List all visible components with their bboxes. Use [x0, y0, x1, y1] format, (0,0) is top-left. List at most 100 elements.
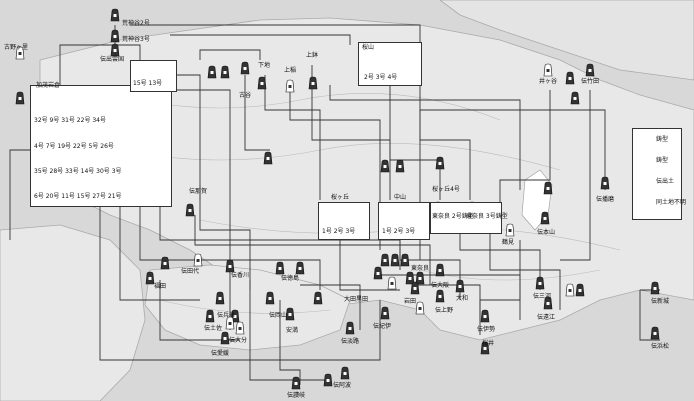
- label-bottom-2: 伝阿波: [332, 382, 352, 389]
- bell-marker: [295, 261, 305, 275]
- bell-marker: [543, 63, 553, 77]
- bell-marker: [480, 309, 490, 323]
- bell-marker: [585, 63, 595, 77]
- label-mid-left-2: 伝田代: [180, 268, 200, 275]
- bell-marker: [257, 76, 267, 90]
- label-izumo-pair: 15号 13号: [133, 80, 163, 87]
- connection-line: [489, 230, 561, 310]
- connection-line: [99, 205, 381, 361]
- label-mid-left-6: 伝土佐: [203, 325, 223, 332]
- bell-marker: [110, 8, 120, 22]
- bell-marker: [600, 176, 610, 190]
- bell-marker: [435, 289, 445, 303]
- label-bottom-1: 伝讃岐: [286, 392, 306, 399]
- label-c2-nums: 1号 2号 3号: [382, 228, 416, 235]
- label-low-5: 伝大阪: [430, 282, 450, 289]
- bell-marker: [387, 276, 397, 290]
- legend-label-3: 伝出土: [656, 178, 675, 185]
- sakurayama-box: [358, 42, 422, 86]
- connection-line: [159, 280, 240, 341]
- bell-marker: [110, 29, 120, 43]
- bell-marker: [505, 223, 515, 237]
- label-mid-left-4: 伝徳島: [280, 275, 300, 282]
- label-c2: 中山: [393, 194, 407, 201]
- connection-line: [339, 240, 400, 291]
- label-low-13: 伝新城: [650, 298, 670, 305]
- bell-marker: [15, 91, 25, 105]
- label-low-1: 伝淡路: [340, 338, 360, 345]
- connection-line: [300, 284, 361, 330]
- label-low-6: 東奈良: [410, 265, 430, 272]
- label-mid-left-10: 伝愛媛: [210, 350, 230, 357]
- bell-marker: [565, 283, 575, 297]
- land-shikoku: [144, 264, 351, 351]
- connection-line: [389, 82, 441, 200]
- bell-marker: [435, 263, 445, 277]
- label-c3: 桜ヶ丘4号: [432, 186, 460, 193]
- bell-marker: [650, 281, 660, 295]
- connection-line: [194, 215, 431, 285]
- label-top-left-3: 伝出雲国: [100, 56, 125, 63]
- bell-marker: [240, 61, 250, 75]
- label-top-left-1: 荒神谷2号: [122, 20, 150, 27]
- connection-line: [264, 75, 321, 200]
- label-mid-left-5: 伝兵庫: [216, 312, 236, 319]
- label-mid-left-3: 伝香川: [230, 272, 250, 279]
- label-low-4: 岩田: [403, 298, 417, 305]
- label-low-3: 大田黒田: [343, 296, 369, 303]
- bell-marker: [291, 376, 301, 390]
- label-kamo-title: 加茂岩倉: [36, 82, 61, 89]
- land-kyushu: [0, 224, 146, 401]
- connection-line: [199, 49, 261, 60]
- land-north: [439, 0, 694, 81]
- connection-line: [289, 80, 381, 250]
- bell-marker: [265, 291, 275, 305]
- connection-line: [311, 65, 391, 200]
- bell-marker: [145, 271, 155, 285]
- connection-line: [199, 185, 251, 290]
- connection-line: [119, 205, 200, 301]
- connection-line: [415, 284, 481, 320]
- label-far-right-1: 井ヶ谷: [538, 78, 558, 85]
- bell-marker: [405, 271, 415, 285]
- bell-marker: [570, 91, 580, 105]
- bell-marker: [215, 291, 225, 305]
- label-izumo-grid-3: 35号 28号 33号 14号 30号 3号: [34, 168, 122, 175]
- label-low-14: 伝浜松: [650, 343, 670, 350]
- bell-marker: [380, 253, 390, 267]
- label-mid-left-9: 安満: [285, 327, 299, 334]
- label-izumo-grid-1: 32号 9号 31号 22号 34号: [34, 117, 106, 124]
- bell-marker: [410, 281, 420, 295]
- bell-marker: [543, 181, 553, 195]
- label-c1: 桜ヶ丘: [330, 194, 350, 201]
- label-top-left-2: 荒神谷3号: [122, 36, 150, 43]
- connection-line: [175, 89, 231, 330]
- label-c4: 東奈良 2号鋳型: [432, 213, 474, 220]
- connection-line: [279, 300, 301, 385]
- connection-line: [249, 280, 330, 381]
- bell-marker: [263, 151, 273, 165]
- bell-marker: [285, 79, 295, 93]
- nakayama-box: [378, 202, 430, 240]
- izumo-box: [30, 85, 172, 207]
- label-c7: 伝本山: [536, 229, 556, 236]
- label-low-8: 伝上野: [434, 307, 454, 314]
- label-far-left: 古野ヶ里: [4, 44, 29, 51]
- bell-marker: [160, 256, 170, 270]
- bell-marker: [220, 65, 230, 79]
- bell-marker: [390, 253, 400, 267]
- bell-marker: [565, 71, 575, 85]
- connection-line: [329, 85, 521, 190]
- label-far-right-3: 伝播磨: [595, 196, 615, 203]
- bell-marker: [535, 276, 545, 290]
- bell-marker: [575, 283, 585, 297]
- bell-marker: [275, 261, 285, 275]
- connection-line: [419, 70, 471, 200]
- bell-marker: [205, 309, 215, 323]
- label-top-right-title: 桜山: [361, 44, 375, 51]
- connection-line: [419, 109, 606, 260]
- label-low-9: 伝伊勢: [476, 326, 496, 333]
- sakuragaoka-box: [318, 202, 370, 240]
- label-low-12: 伝遠江: [536, 314, 556, 321]
- label-low-10: 桜井: [481, 340, 495, 347]
